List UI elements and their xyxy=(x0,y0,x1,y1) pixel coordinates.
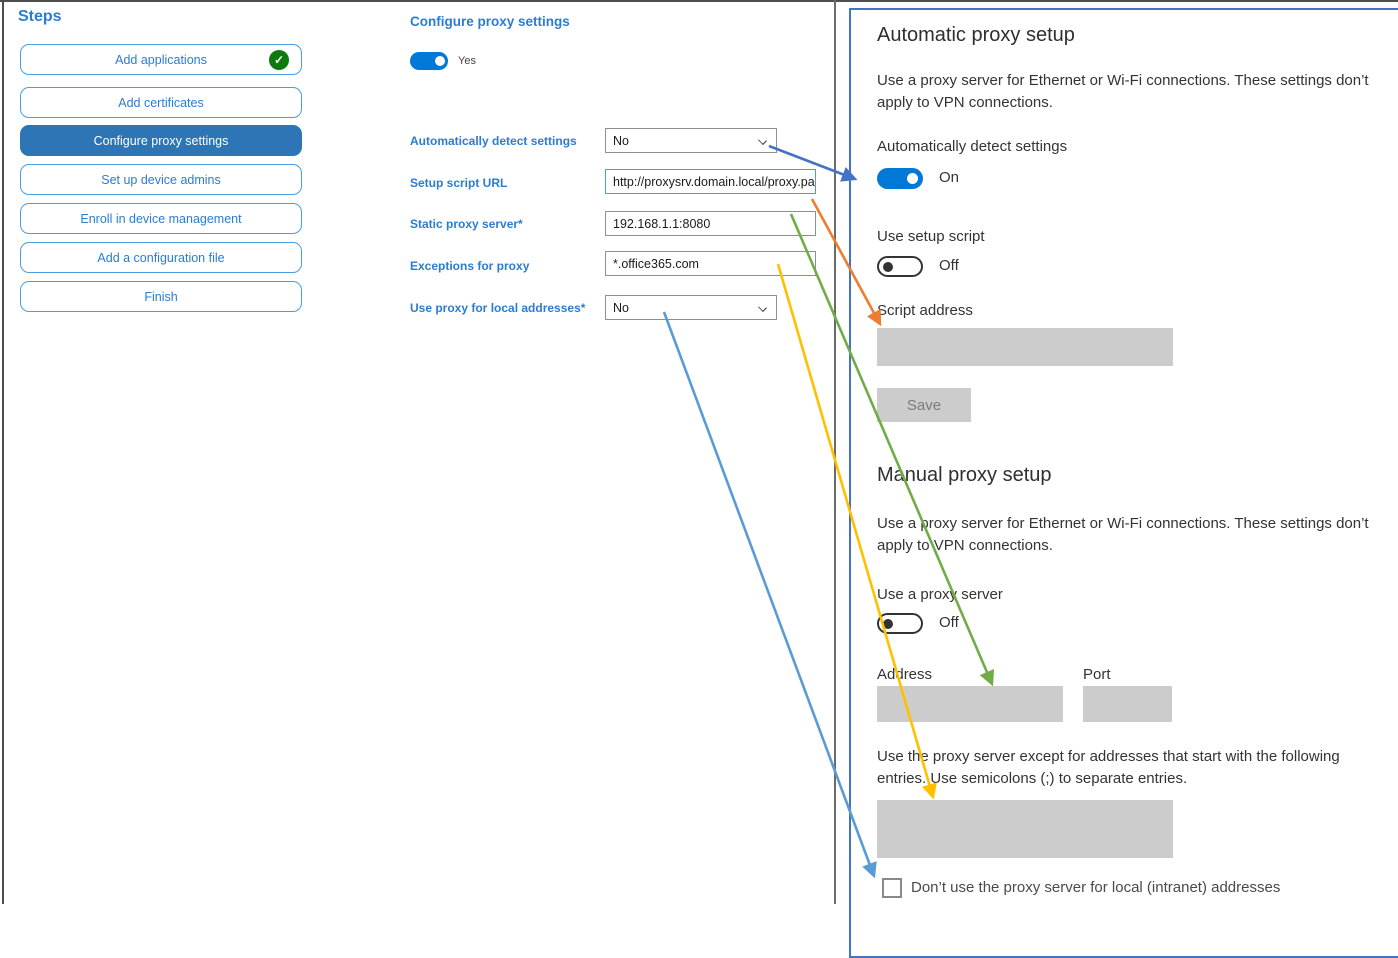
label-setup-script-url: Setup script URL xyxy=(410,176,508,190)
window-left-edge xyxy=(2,0,4,904)
use-proxy-server-toggle[interactable] xyxy=(877,613,923,634)
configure-proxy-toggle[interactable] xyxy=(410,52,448,70)
detect-settings-state: On xyxy=(939,169,960,186)
select-value: No xyxy=(613,300,629,315)
detect-settings-label: Automatically detect settings xyxy=(877,138,1068,155)
step-label: Set up device admins xyxy=(101,172,221,187)
chevron-down-icon xyxy=(758,303,767,312)
input-value: 192.168.1.1:8080 xyxy=(613,216,711,231)
window-top-edge xyxy=(0,0,1398,2)
use-setup-script-state: Off xyxy=(939,257,959,274)
label-use-proxy-local: Use proxy for local addresses* xyxy=(410,301,586,315)
toggle-knob xyxy=(435,56,445,66)
use-setup-script-toggle[interactable] xyxy=(877,256,923,277)
local-addresses-checkbox[interactable] xyxy=(882,878,902,898)
label-static-proxy-server: Static proxy server* xyxy=(410,217,523,231)
step-label: Add a configuration file xyxy=(97,250,225,265)
arrow-local-addresses xyxy=(662,311,877,879)
local-addresses-checkbox-label: Don’t use the proxy server for local (in… xyxy=(911,879,1281,896)
step-label: Configure proxy settings xyxy=(93,133,229,148)
vertical-divider xyxy=(834,0,836,904)
use-setup-script-label: Use setup script xyxy=(877,228,985,245)
manual-proxy-description: Use a proxy server for Ethernet or Wi-Fi… xyxy=(877,515,1369,554)
configure-proxy-toggle-label: Yes xyxy=(458,55,476,67)
step-label: Finish xyxy=(144,289,178,304)
step-enroll-device-management[interactable]: Enroll in device management xyxy=(20,203,302,234)
label-automatically-detect: Automatically detect settings xyxy=(410,134,577,148)
proxy-exceptions-description: Use the proxy server except for addresse… xyxy=(877,748,1340,787)
port-input[interactable] xyxy=(1083,686,1172,722)
proxy-exceptions-textarea[interactable] xyxy=(877,800,1173,858)
save-button[interactable]: Save xyxy=(877,388,971,422)
toggle-knob xyxy=(907,173,918,184)
input-static-proxy-server[interactable]: 192.168.1.1:8080 xyxy=(605,211,816,236)
step-add-certificates[interactable]: Add certificates xyxy=(20,87,302,118)
input-value: *.office365.com xyxy=(613,256,699,271)
step-label: Add applications xyxy=(115,52,207,67)
toggle-knob xyxy=(883,618,893,629)
step-label: Enroll in device management xyxy=(80,211,242,226)
script-address-label: Script address xyxy=(877,302,973,319)
toggle-knob xyxy=(883,261,893,272)
address-input[interactable] xyxy=(877,686,1063,722)
windows-proxy-settings-panel: Automatic proxy setup Use a proxy server… xyxy=(849,8,1398,958)
step-configure-proxy-settings[interactable]: Configure proxy settings xyxy=(20,125,302,156)
input-value: http://proxysrv.domain.local/proxy.pa xyxy=(613,174,815,189)
use-proxy-server-state: Off xyxy=(939,614,959,631)
chevron-down-icon xyxy=(758,136,767,145)
select-use-proxy-local[interactable]: No xyxy=(605,295,777,320)
form-heading: Configure proxy settings xyxy=(410,14,570,29)
port-label: Port xyxy=(1083,666,1111,683)
detect-settings-toggle[interactable] xyxy=(877,168,923,189)
input-exceptions-for-proxy[interactable]: *.office365.com xyxy=(605,251,816,276)
address-label: Address xyxy=(877,666,933,683)
step-add-configuration-file[interactable]: Add a configuration file xyxy=(20,242,302,273)
step-label: Add certificates xyxy=(118,95,204,110)
manual-proxy-setup-heading: Manual proxy setup xyxy=(877,464,1052,486)
step-finish[interactable]: Finish xyxy=(20,281,302,312)
label-exceptions-for-proxy: Exceptions for proxy xyxy=(410,259,530,273)
automatic-proxy-setup-heading: Automatic proxy setup xyxy=(877,24,1075,46)
script-address-input[interactable] xyxy=(877,328,1173,366)
automatic-proxy-description: Use a proxy server for Ethernet or Wi-Fi… xyxy=(877,72,1369,111)
completed-check-icon: ✓ xyxy=(269,50,289,70)
steps-title: Steps xyxy=(18,8,62,25)
select-automatically-detect[interactable]: No xyxy=(605,128,777,153)
use-proxy-server-label: Use a proxy server xyxy=(877,586,1003,603)
step-add-applications[interactable]: Add applications ✓ xyxy=(20,44,302,75)
step-set-up-device-admins[interactable]: Set up device admins xyxy=(20,164,302,195)
select-value: No xyxy=(613,133,629,148)
input-setup-script-url[interactable]: http://proxysrv.domain.local/proxy.pa xyxy=(605,169,816,194)
